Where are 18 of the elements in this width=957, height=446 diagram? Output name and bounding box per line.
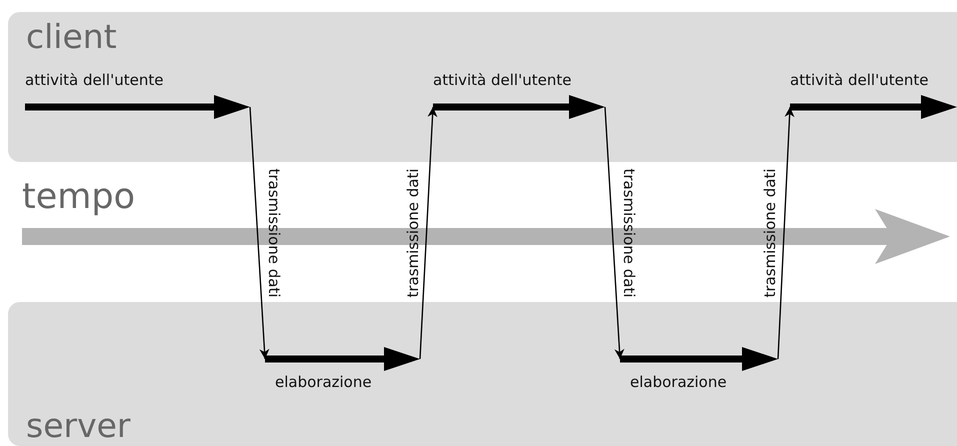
axis-label: tempo [22, 180, 135, 215]
lane-band [8, 12, 957, 162]
edge-label: trasmissione dati [264, 168, 282, 298]
arrow [249, 106, 270, 360]
activity-label: attività dell'utente [790, 70, 930, 90]
arrow [604, 106, 624, 360]
lane-title: server [26, 409, 130, 442]
activity-label: attività dell'utente [25, 70, 164, 90]
edge-label: trasmissione dati [761, 168, 779, 298]
activity-label: elaborazione [630, 372, 728, 392]
arrow [777, 106, 795, 360]
lane-band [8, 302, 957, 446]
edge-label: trasmissione dati [620, 168, 638, 298]
activity-label: attività dell'utente [433, 70, 572, 90]
lane-title: client [26, 20, 117, 53]
activity-label: elaborazione [275, 372, 373, 392]
arrow [419, 106, 438, 360]
edge-label: trasmissione dati [404, 168, 422, 298]
